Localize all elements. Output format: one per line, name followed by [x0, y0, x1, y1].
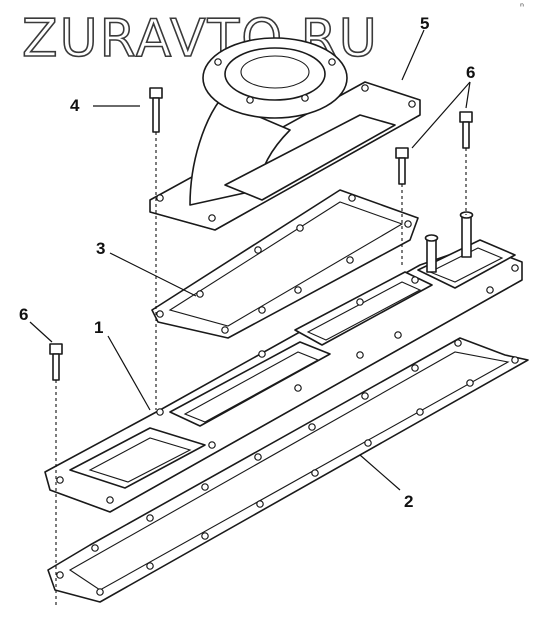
middle-gasket-part — [151, 189, 419, 339]
bolt-part-right-upper — [395, 147, 409, 268]
elbow-outlet-part — [149, 37, 421, 231]
watermark-text: ZURAVTO.RU — [22, 9, 379, 69]
callout-label-5: 5 — [420, 14, 429, 33]
manifold-base-part — [44, 211, 523, 513]
callout-label-3: 3 — [96, 239, 105, 258]
corner-mark: ⁿ — [520, 2, 524, 13]
middle-gasket-holes — [156, 194, 412, 334]
callout-label-6-top: 6 — [466, 63, 475, 82]
callout-label-2: 2 — [404, 492, 413, 511]
leader-lines — [29, 29, 471, 491]
callout-label-1: 1 — [94, 318, 103, 337]
lower-gasket-holes — [56, 339, 519, 596]
bolt-part-right — [459, 111, 473, 215]
long-bolt-part — [149, 87, 163, 410]
bolt-part-left — [49, 343, 63, 605]
manifold-base-holes — [56, 264, 519, 504]
elbow-outlet-holes — [156, 58, 416, 222]
callout-label-6-left: 6 — [19, 305, 28, 324]
callout-label-4: 4 — [70, 96, 80, 115]
lower-gasket-part — [47, 337, 529, 603]
